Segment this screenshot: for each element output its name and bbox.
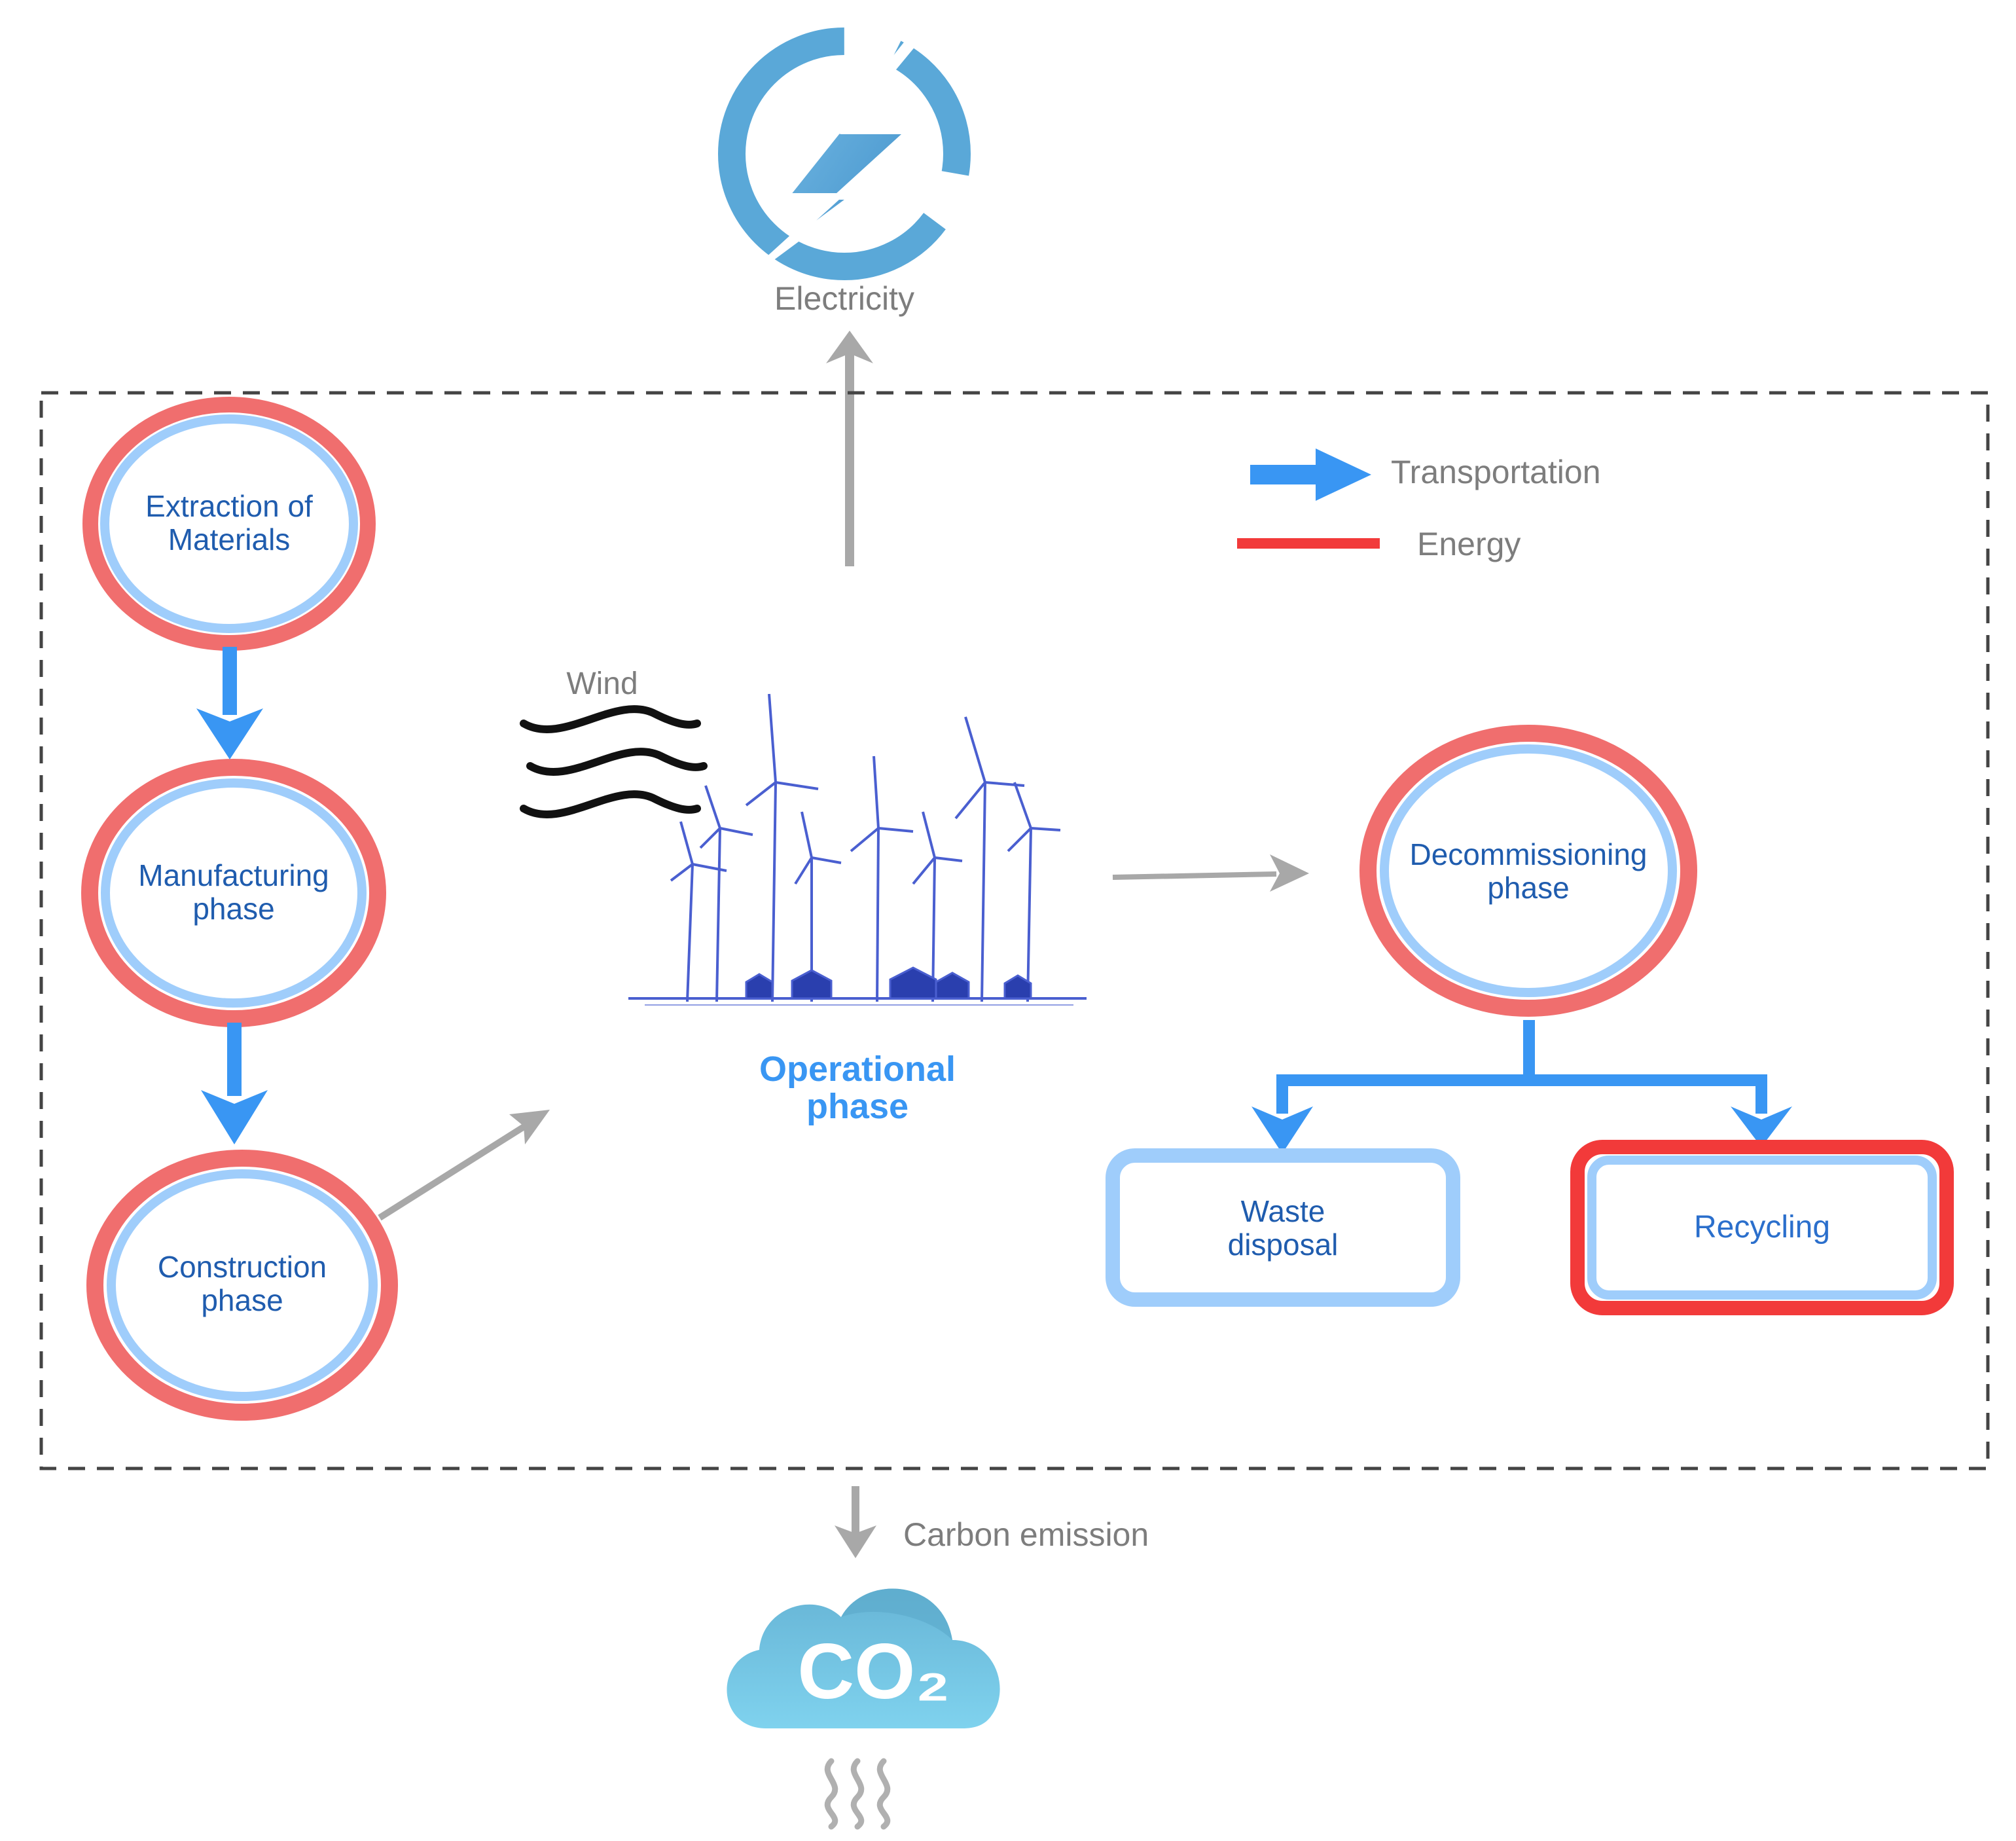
wind-label: Wind	[566, 666, 638, 701]
recycling-box	[1570, 1140, 1954, 1315]
construction-label: Construction phase	[157, 1250, 327, 1317]
waste-disposal-label: Waste disposal	[1227, 1194, 1339, 1262]
carbon-emission-label: Carbon emission	[903, 1516, 1149, 1553]
legend-energy-swatch	[1237, 538, 1380, 549]
operational-to-decommissioning-arrow	[1112, 871, 1277, 880]
recycling-label: Recycling	[1693, 1210, 1831, 1245]
legend	[1237, 448, 1380, 549]
decommissioning-label: Decommissioning phase	[1409, 837, 1647, 905]
transport-arrow-extraction-manufacturing	[196, 647, 263, 759]
decommissioning-node	[1359, 725, 1697, 1017]
manufacturing-node	[81, 759, 386, 1027]
transport-arrow-manufacturing-construction	[201, 1023, 268, 1144]
wind-icon	[520, 705, 708, 819]
construction-to-operational-arrowhead	[509, 1110, 550, 1144]
emission-waves-icon	[824, 1758, 891, 1830]
carbon-emission-arrowhead	[835, 1525, 876, 1558]
decommissioning-split-arrows	[1251, 1020, 1792, 1154]
electricity-arrow-head	[826, 331, 873, 363]
construction-to-operational-arrow	[378, 1120, 532, 1221]
operational-to-decommissioning-arrowhead	[1270, 854, 1309, 892]
system-boundary	[39, 391, 1990, 1470]
operational-label: Operational phase	[759, 1049, 956, 1126]
electricity-label: Electricity	[774, 280, 914, 317]
electricity-icon	[718, 27, 971, 280]
waste-disposal-box	[1106, 1148, 1460, 1307]
extraction-label: Extraction of Materials	[145, 489, 313, 556]
co2-cloud-icon	[727, 1588, 1000, 1728]
legend-transport-swatch	[1250, 465, 1322, 484]
legend-transport-arrowhead	[1316, 448, 1371, 501]
construction-node	[86, 1150, 398, 1421]
co2-label: CO₂	[797, 1628, 950, 1715]
legend-energy-label: Energy	[1417, 526, 1521, 562]
manufacturing-label: Manufacturing phase	[138, 858, 329, 926]
legend-transport-label: Transportation	[1391, 454, 1601, 490]
wind-turbines-illustration	[628, 693, 1087, 1006]
extraction-node	[82, 397, 376, 651]
